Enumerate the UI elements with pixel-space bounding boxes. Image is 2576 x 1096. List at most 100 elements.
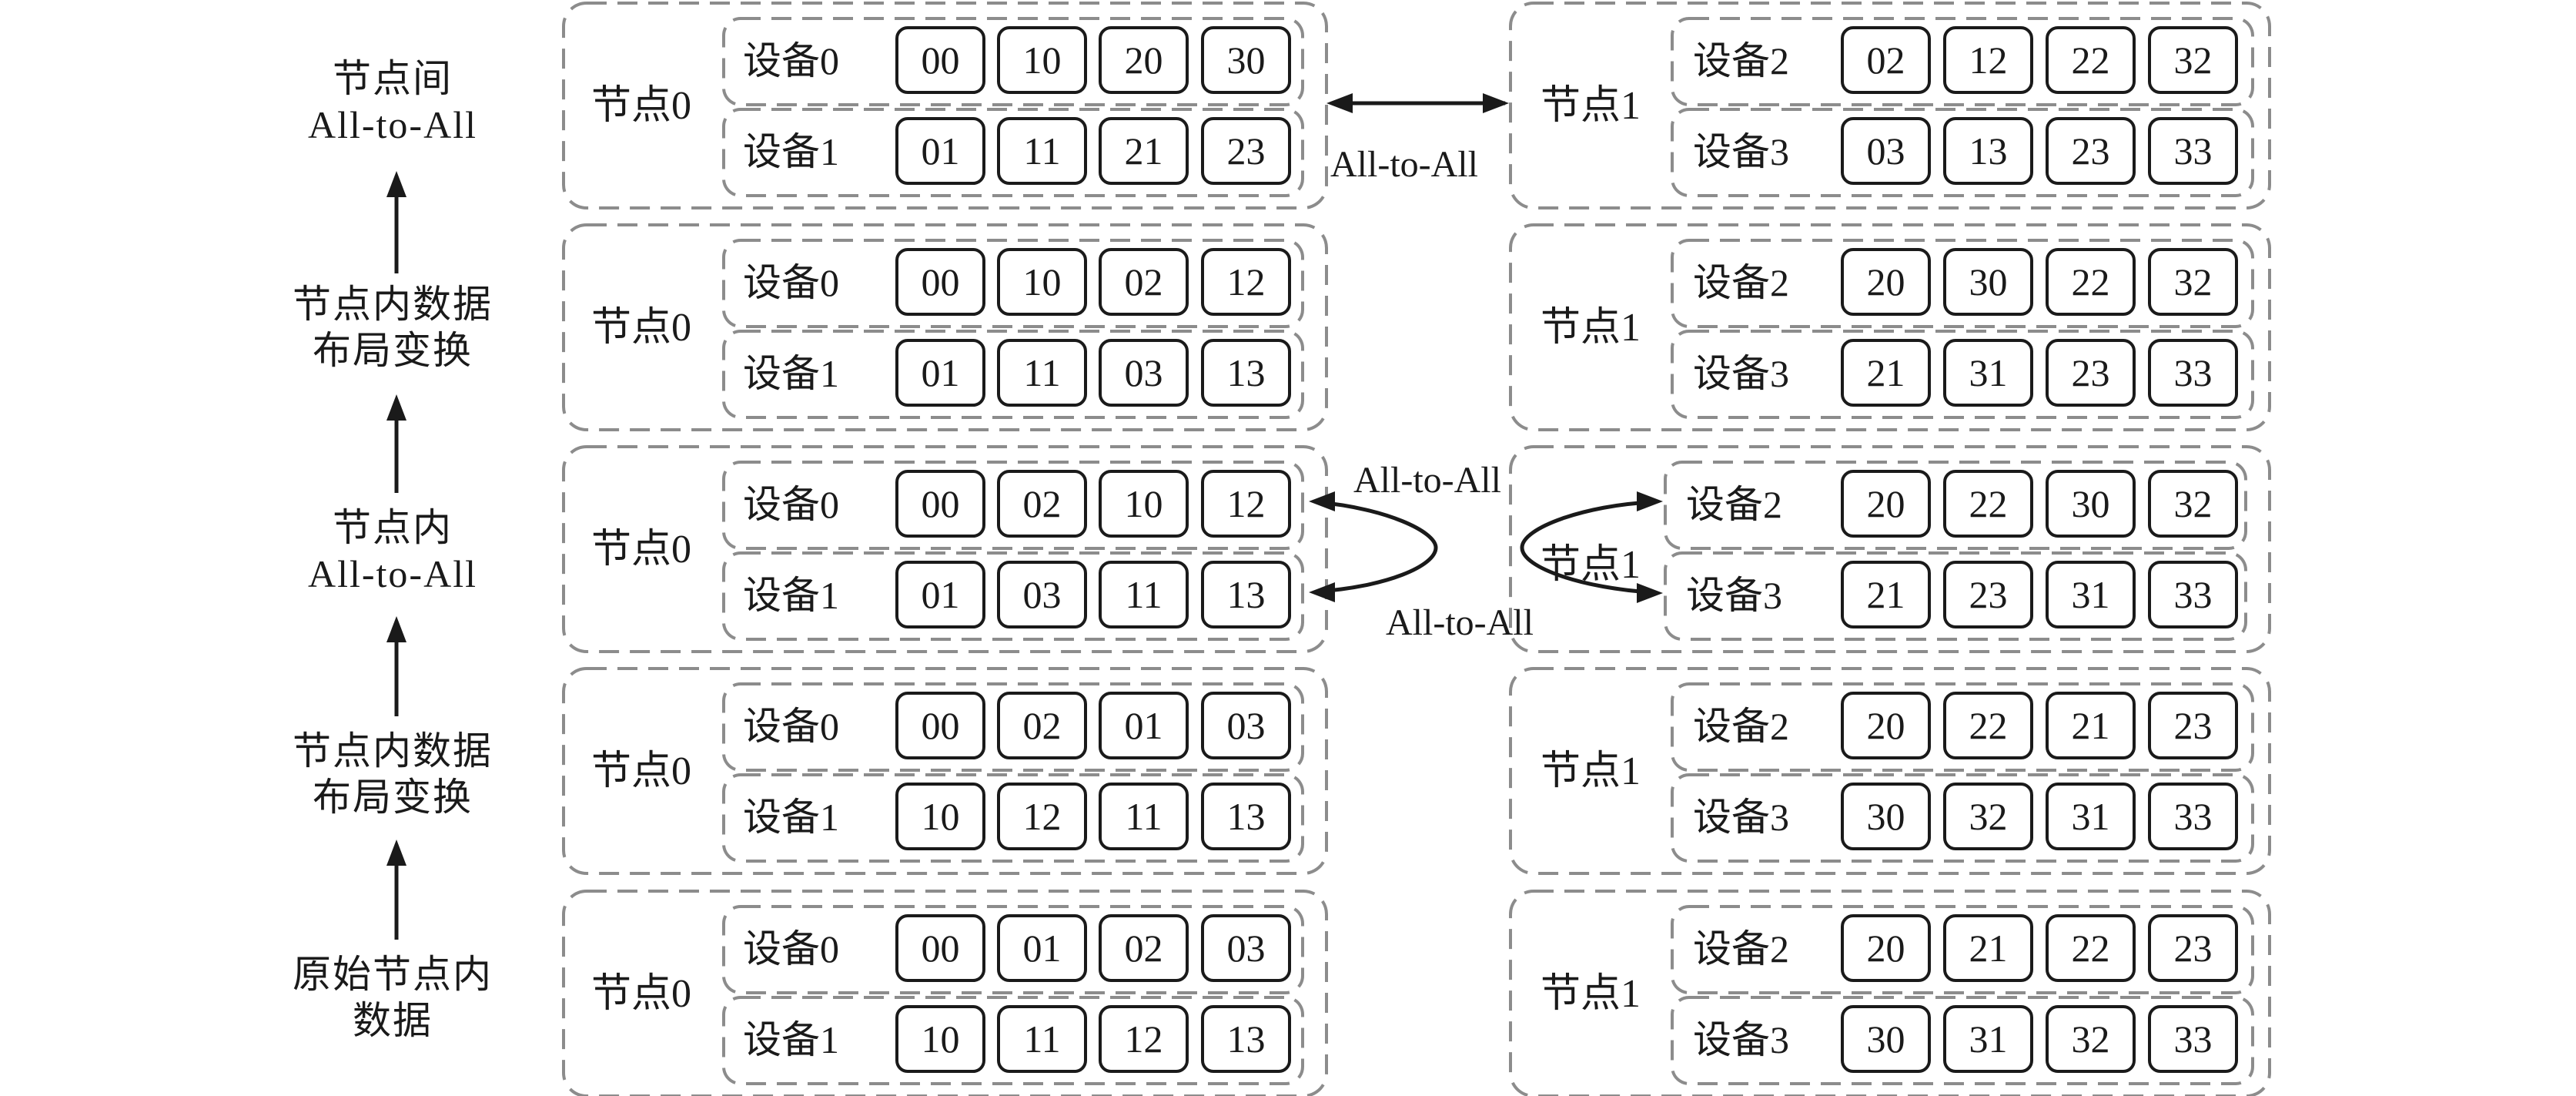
data-block-cell: 32 [2148, 26, 2238, 94]
device-box [1671, 773, 2254, 863]
data-block-cell: 10 [895, 783, 985, 850]
device-box [722, 239, 1304, 328]
device-box [722, 17, 1304, 106]
node0-box [562, 223, 1328, 431]
data-block-cell: 00 [895, 26, 985, 94]
step-label-line: 节点间 [333, 57, 453, 100]
node1-label: 节点1 [1541, 84, 1641, 128]
data-block-cell: 30 [1201, 26, 1291, 94]
data-block-cell: 02 [1841, 26, 1931, 94]
node0-label: 节点0 [591, 749, 692, 793]
step-label-line: 节点内数据 [293, 283, 493, 326]
data-block-cell: 33 [2148, 339, 2238, 407]
step-label-inter-node-all-to-all: 节点间 All-to-All [254, 55, 531, 148]
data-block-cell: 03 [1099, 339, 1189, 407]
data-block-cell: 11 [997, 1005, 1087, 1073]
node0-box [562, 2, 1328, 209]
step-label-line: 布局变换 [313, 329, 473, 372]
data-block-cell: 30 [1841, 783, 1931, 850]
device-box [722, 682, 1304, 772]
data-block-cell: 22 [2046, 248, 2136, 316]
device-label: 设备3 [1693, 796, 1789, 839]
device-box [722, 551, 1304, 641]
device-box [722, 905, 1304, 994]
data-block-cell: 13 [1201, 783, 1291, 850]
data-block-cell: 21 [1841, 339, 1931, 407]
step-arrow-head-icon [386, 171, 406, 197]
data-block-cell: 11 [1099, 783, 1189, 850]
device-box [1671, 239, 2254, 328]
data-block-cell: 22 [1943, 470, 2033, 538]
data-block-cell: 12 [1201, 470, 1291, 538]
data-block-cell: 23 [2148, 914, 2238, 982]
device-box [1671, 996, 2254, 1085]
arrow-head-icon [1637, 583, 1663, 603]
device-label: 设备1 [743, 796, 839, 839]
data-block-cell: 11 [997, 117, 1087, 185]
node1-box [1509, 223, 2271, 431]
data-block-cell: 23 [1943, 561, 2033, 628]
data-block-cell: 23 [2046, 117, 2136, 185]
data-block-cell: 03 [1841, 117, 1931, 185]
device-label: 设备2 [1686, 483, 1782, 526]
device-box [1671, 17, 2254, 106]
data-block-cell: 12 [1943, 26, 2033, 94]
data-block-cell: 03 [1201, 914, 1291, 982]
data-block-cell: 33 [2148, 1005, 2238, 1073]
data-block-cell: 22 [1943, 692, 2033, 759]
arrow-head-icon [1309, 491, 1335, 511]
data-block-cell: 01 [895, 561, 985, 628]
device-box [1664, 461, 2247, 550]
data-block-cell: 10 [997, 26, 1087, 94]
device-label: 设备1 [743, 130, 839, 173]
device-label: 设备3 [1693, 1018, 1789, 1061]
device-box [1671, 905, 2254, 994]
device-label: 设备2 [1693, 927, 1789, 970]
data-block-cell: 12 [1099, 1005, 1189, 1073]
data-block-cell: 00 [895, 914, 985, 982]
data-block-cell: 13 [1201, 339, 1291, 407]
intra-node-all-to-all-bottom-label: All-to-All [1386, 602, 1534, 643]
data-block-cell: 31 [1943, 1005, 2033, 1073]
data-block-cell: 13 [1201, 561, 1291, 628]
data-block-cell: 01 [997, 914, 1087, 982]
data-block-cell: 32 [2046, 1005, 2136, 1073]
data-block-cell: 33 [2148, 117, 2238, 185]
device-label: 设备3 [1686, 574, 1782, 617]
step-label-line: 节点内数据 [293, 729, 493, 773]
device-label: 设备0 [743, 705, 839, 748]
arrow-head-icon [1309, 582, 1335, 602]
device-label: 设备0 [743, 483, 839, 526]
data-block-cell: 33 [2148, 783, 2238, 850]
data-block-cell: 30 [1943, 248, 2033, 316]
node1-box [1509, 890, 2271, 1096]
node1-box [1509, 445, 2271, 653]
data-block-cell: 23 [2148, 692, 2238, 759]
data-block-cell: 22 [2046, 26, 2136, 94]
data-block-cell: 21 [1943, 914, 2033, 982]
device-label: 设备1 [743, 352, 839, 395]
data-block-cell: 30 [1841, 1005, 1931, 1073]
node0-label: 节点0 [591, 306, 692, 350]
data-block-cell: 12 [997, 783, 1087, 850]
step-label-line: 原始节点内 [293, 953, 493, 996]
device-box [722, 773, 1304, 863]
node1-label: 节点1 [1541, 306, 1641, 350]
device-box [722, 108, 1304, 197]
device-label: 设备0 [743, 39, 839, 82]
node0-box [562, 445, 1328, 653]
device-box [1671, 682, 2254, 772]
arrow-head-icon [1637, 491, 1663, 511]
data-block-cell: 30 [2046, 470, 2136, 538]
data-block-cell: 00 [895, 470, 985, 538]
step-label-intra-node-all-to-all: 节点内 All-to-All [254, 504, 531, 597]
data-block-cell: 21 [2046, 692, 2136, 759]
step-arrow-head-icon [386, 840, 406, 866]
data-block-cell: 32 [1943, 783, 2033, 850]
data-block-cell: 02 [997, 470, 1087, 538]
data-block-cell: 00 [895, 692, 985, 759]
node0-label: 节点0 [591, 972, 692, 1016]
data-block-cell: 21 [1099, 117, 1189, 185]
device-box [1671, 330, 2254, 419]
